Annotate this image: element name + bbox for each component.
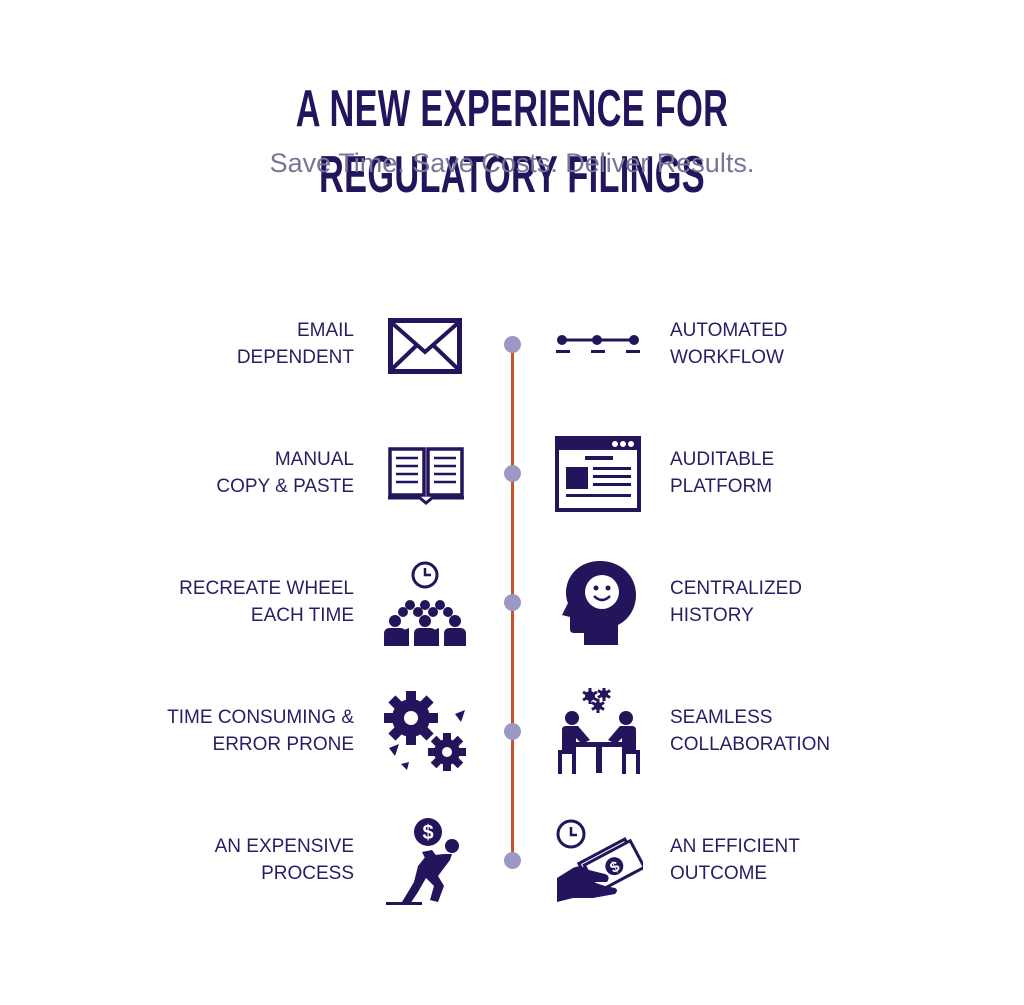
label-email-dependent: EMAIL DEPENDENT: [94, 317, 354, 371]
label-line: RECREATE WHEEL: [179, 578, 354, 599]
label-efficient-outcome: AN EFFICIENT OUTCOME: [670, 833, 930, 887]
timeline-dot: [504, 336, 521, 353]
label-line: PLATFORM: [670, 476, 773, 497]
label-line: AUDITABLE: [670, 449, 775, 470]
label-line: EMAIL: [296, 320, 354, 341]
person-carrying-money-icon: $: [386, 816, 468, 906]
envelope-icon: [388, 318, 462, 374]
meeting-table-icon: [554, 688, 644, 776]
label-line: AN EXPENSIVE: [214, 836, 354, 857]
label-line: EACH TIME: [250, 605, 354, 626]
label-line: HISTORY: [670, 605, 754, 626]
label-line: MANUAL: [274, 449, 354, 470]
label-automated-workflow: AUTOMATED WORKFLOW: [670, 317, 930, 371]
label-line: AN EFFICIENT: [670, 836, 800, 857]
timeline-dot: [504, 594, 521, 611]
label-line: WORKFLOW: [670, 347, 784, 368]
hand-money-clock-icon: $: [553, 818, 643, 902]
label-line: AUTOMATED: [670, 320, 788, 341]
svg-text:$: $: [422, 822, 433, 844]
timeline-dot: [504, 723, 521, 740]
smiling-head-icon: [560, 559, 640, 647]
label-line: TIME CONSUMING &: [167, 707, 354, 728]
label-line: COLLABORATION: [670, 734, 831, 755]
label-line: PROCESS: [261, 863, 354, 884]
timeline-dot: [504, 852, 521, 869]
label-line: SEAMLESS: [670, 707, 773, 728]
label-line: CENTRALIZED: [670, 578, 802, 599]
label-centralized-history: CENTRALIZED HISTORY: [670, 575, 930, 629]
label-auditable-platform: AUDITABLE PLATFORM: [670, 446, 930, 500]
page-subtitle: Save Time. Save Costs. Deliver Results.: [269, 148, 755, 178]
label-time-consuming: TIME CONSUMING & ERROR PRONE: [94, 704, 354, 758]
label-expensive-process: AN EXPENSIVE PROCESS: [94, 833, 354, 887]
label-line: DEPENDENT: [236, 347, 354, 368]
timeline-dot: [504, 465, 521, 482]
broken-gears-icon: [381, 690, 473, 774]
open-book-icon: [386, 443, 466, 505]
label-line: COPY & PASTE: [216, 476, 354, 497]
workflow-icon: [554, 330, 642, 356]
page-title: A NEW EXPERIENCE FOR REGULATORY FILINGS: [295, 80, 729, 204]
label-seamless-collaboration: SEAMLESS COLLABORATION: [670, 704, 930, 758]
label-line: ERROR PRONE: [212, 734, 354, 755]
label-manual-copy-paste: MANUAL COPY & PASTE: [94, 446, 354, 500]
browser-window-icon: [555, 436, 641, 512]
label-recreate-wheel: RECREATE WHEEL EACH TIME: [94, 575, 354, 629]
crowd-clock-icon: [381, 560, 471, 648]
label-line: OUTCOME: [670, 863, 768, 884]
